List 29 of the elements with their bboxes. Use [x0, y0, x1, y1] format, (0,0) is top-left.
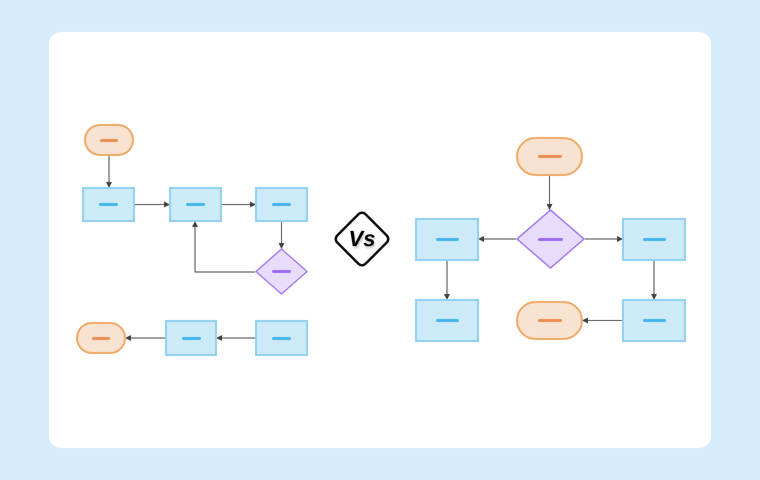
arrow [192, 221, 256, 272]
terminal-pill [84, 124, 134, 156]
process-box [165, 320, 217, 356]
process-box [415, 218, 479, 261]
terminal-pill [516, 301, 583, 340]
arrow [478, 236, 516, 242]
process-box [622, 299, 686, 342]
arrow [125, 335, 166, 341]
process-box [82, 187, 135, 222]
process-box [622, 218, 686, 261]
arrow [584, 236, 623, 242]
terminal-pill [76, 322, 126, 354]
arrow [216, 335, 256, 341]
decision-diamond [516, 209, 585, 269]
arrow [444, 260, 450, 300]
arrow [222, 202, 256, 208]
arrow [106, 156, 112, 188]
arrow [134, 202, 170, 208]
decision-diamond [255, 248, 308, 295]
process-box [169, 187, 222, 222]
arrow [278, 222, 284, 249]
arrow [546, 176, 552, 210]
arrow [651, 260, 657, 300]
arrow [582, 318, 622, 324]
process-box [255, 187, 308, 222]
terminal-pill [516, 137, 583, 176]
vs-text: Vs [348, 228, 376, 250]
process-box [415, 299, 479, 342]
process-box [255, 320, 308, 356]
